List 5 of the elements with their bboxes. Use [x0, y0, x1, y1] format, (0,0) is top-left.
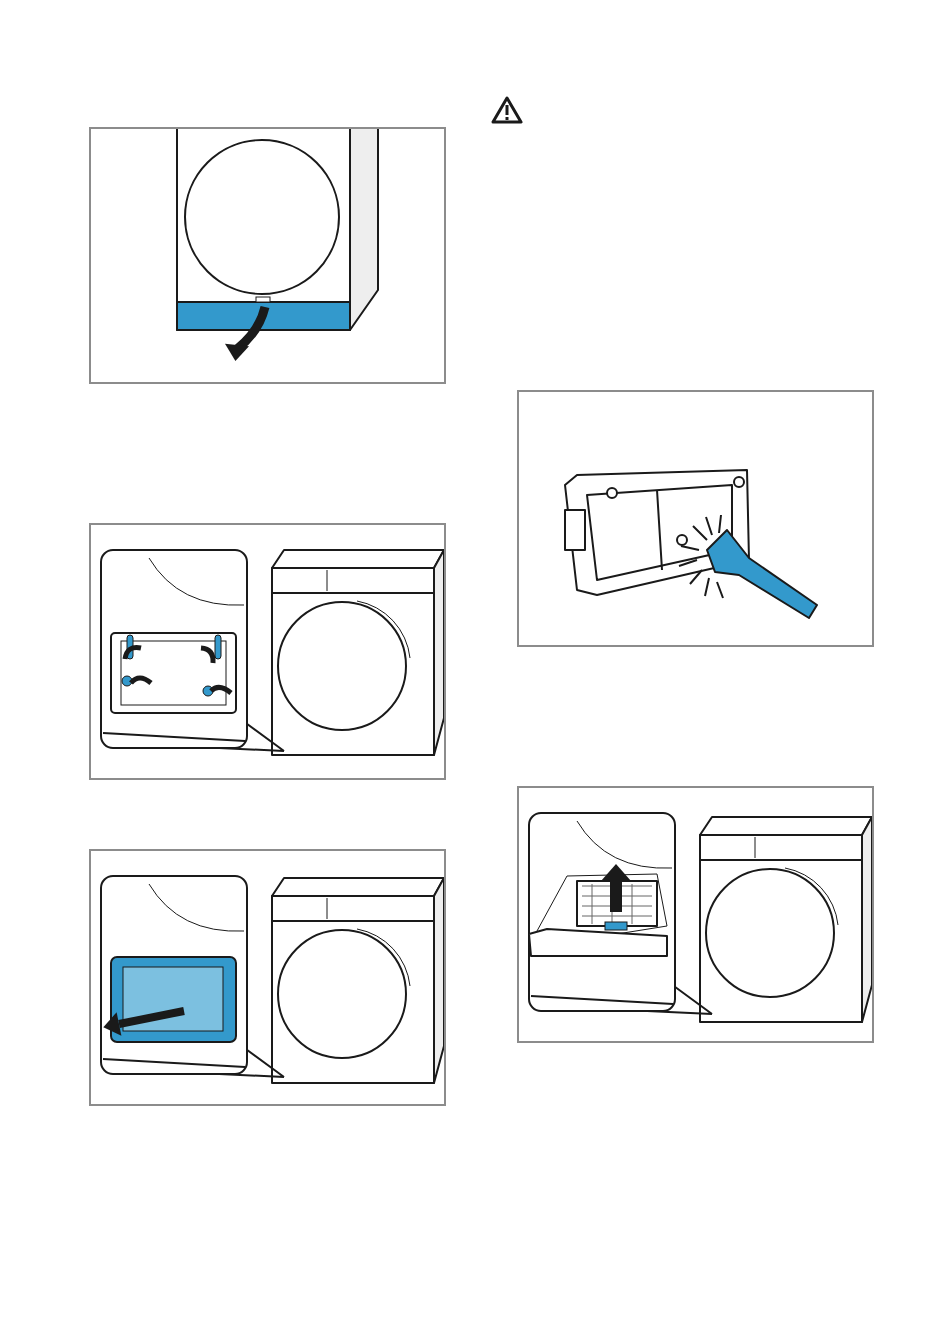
illustration-panel — [89, 127, 446, 384]
illustration-panel — [89, 523, 446, 780]
illustration-panel — [517, 390, 874, 647]
illustration-panel — [517, 786, 874, 1043]
illustration-panel — [89, 849, 446, 1106]
